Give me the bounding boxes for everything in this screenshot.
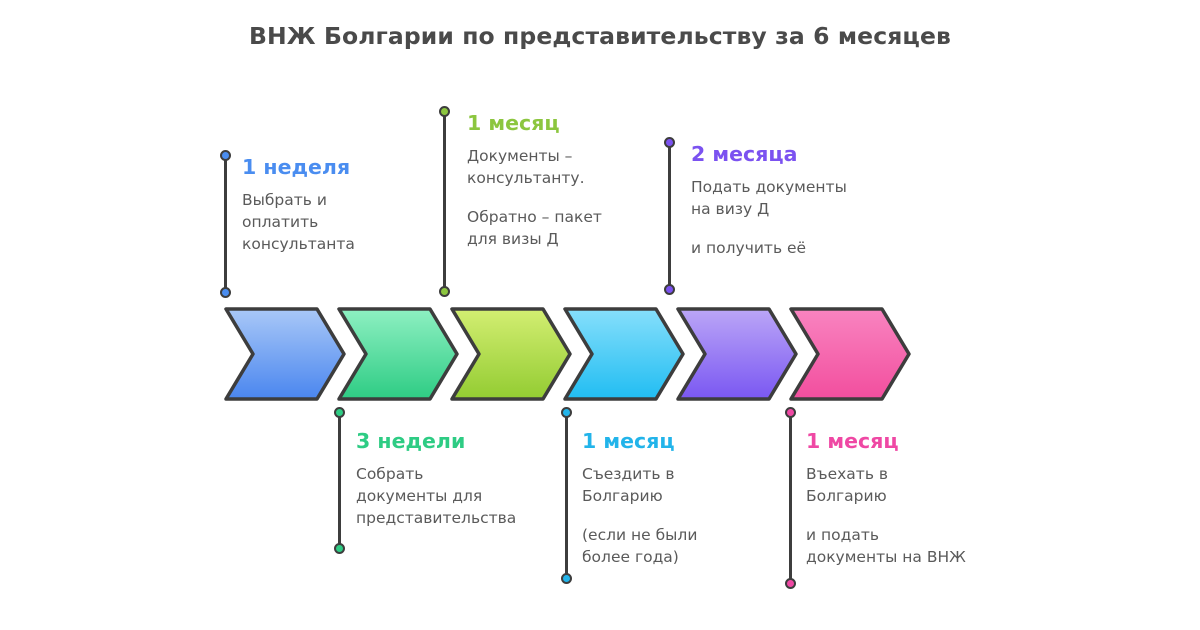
chevron-step-5: [676, 307, 798, 401]
step-paragraph-1-1: Выбрать и оплатить консультанта: [242, 190, 355, 253]
step-paragraph-6-2: и подать документы на ВНЖ: [806, 525, 966, 566]
connector-dot-bottom-step-4: [561, 573, 572, 584]
step-paragraph-2-1: Собрать документы для представительства: [356, 464, 517, 527]
step-heading-3: 1 месяц: [467, 111, 560, 135]
step-block-5: 2 месяца Подать документы на визу Д и по…: [691, 142, 881, 259]
connector-dot-top-step-4: [561, 407, 572, 418]
connector-dot-top-step-2: [334, 407, 345, 418]
connector-dot-top-step-1: [220, 150, 231, 161]
step-heading-4: 1 месяц: [582, 429, 675, 453]
connector-line-step-4: [561, 407, 572, 584]
step-paragraph-6-1: Въехать в Болгарию: [806, 464, 889, 505]
step-paragraph-5-1: Подать документы на визу Д: [691, 177, 847, 218]
step-heading-6: 1 месяц: [806, 429, 899, 453]
connector-dot-bottom-step-6: [785, 578, 796, 589]
connector-line-step-1: [220, 150, 231, 298]
chevron-step-3: [450, 307, 572, 401]
connector-dot-bottom-step-5: [664, 284, 675, 295]
connector-dot-bottom-step-2: [334, 543, 345, 554]
chevron-step-6: [789, 307, 911, 401]
connector-dot-top-step-5: [664, 137, 675, 148]
connector-line-step-5: [664, 137, 675, 295]
step-heading-1: 1 неделя: [242, 155, 351, 179]
step-paragraph-4-2: (если не были более года): [582, 525, 698, 566]
step-block-2: 3 недели Собрать документы для представи…: [356, 429, 551, 529]
step-paragraph-3-1: Документы – консультанту.: [467, 146, 585, 187]
connector-line-step-2: [334, 407, 345, 554]
chevron-step-2: [337, 307, 459, 401]
connector-line-step-6: [785, 407, 796, 589]
connector-dot-top-step-6: [785, 407, 796, 418]
step-block-6: 1 месяц Въехать в Болгарию и подать доку…: [806, 429, 1006, 568]
step-heading-5: 2 месяца: [691, 142, 798, 166]
connector-dot-bottom-step-1: [220, 287, 231, 298]
connector-dot-bottom-step-3: [439, 286, 450, 297]
step-block-1: 1 неделя Выбрать и оплатить консультанта: [242, 155, 392, 255]
step-block-4: 1 месяц Съездить в Болгарию (если не был…: [582, 429, 742, 568]
step-paragraph-3-2: Обратно – пакет для визы Д: [467, 207, 602, 248]
chevron-step-1: [224, 307, 346, 401]
step-paragraph-4-1: Съездить в Болгарию: [582, 464, 675, 505]
connector-line-step-3: [439, 106, 450, 297]
connector-dot-top-step-3: [439, 106, 450, 117]
chevron-step-4: [563, 307, 685, 401]
step-heading-2: 3 недели: [356, 429, 466, 453]
step-paragraph-5-2: и получить её: [691, 238, 807, 257]
page-title: ВНЖ Болгарии по представительству за 6 м…: [249, 22, 951, 50]
step-block-3: 1 месяц Документы – консультанту. Обратн…: [467, 111, 637, 250]
